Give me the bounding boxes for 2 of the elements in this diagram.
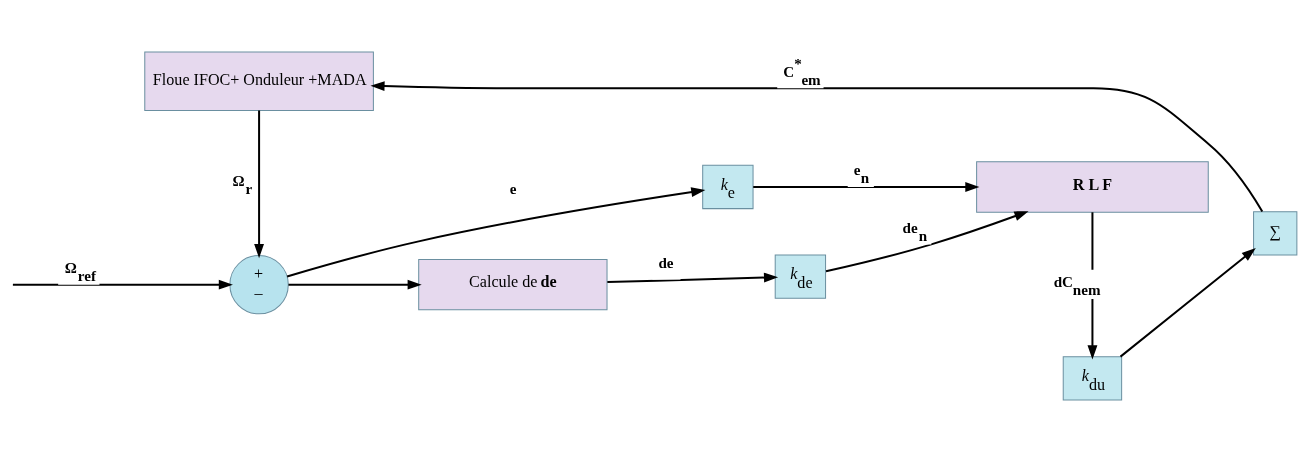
edge-label: de [658,255,674,272]
edge-label: e [509,180,517,197]
